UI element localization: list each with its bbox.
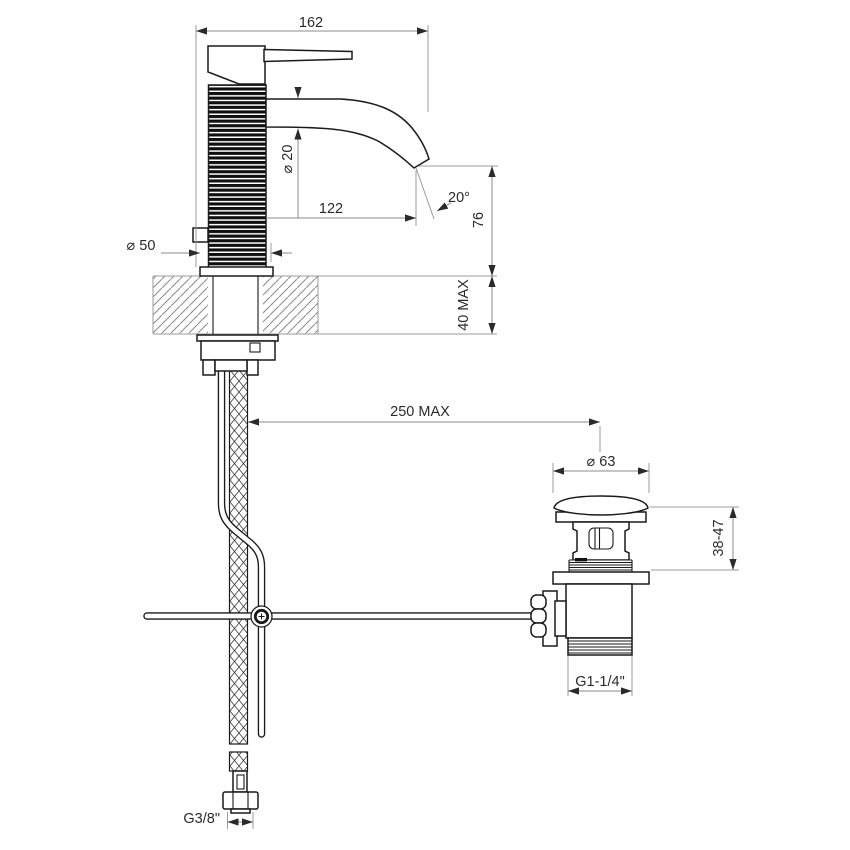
drain-thread-mark (575, 558, 587, 562)
dim-rod-reach: 250 MAX (248, 404, 601, 452)
hex-nut-facets (232, 792, 249, 809)
drain-cap-dome (553, 495, 649, 516)
drain-upper-thread (568, 558, 633, 573)
dim-label-122: 122 (319, 201, 343, 217)
dim-waste-diameter: ⌀ 63 (552, 454, 650, 493)
dim-label-rod-reach: 250 MAX (390, 404, 450, 420)
knurl-bead-1 (530, 594, 547, 610)
mounting-washer (196, 334, 279, 342)
faucet-handle-lever (263, 48, 353, 63)
dim-supply-thread: G3/8" (183, 811, 254, 829)
braided-hose-lower (228, 751, 249, 772)
dim-label-base-diameter: ⌀ 50 (127, 238, 156, 254)
countertop-hatch-left (153, 276, 208, 334)
drain-lower-body (565, 583, 633, 639)
dim-label-76: 76 (471, 212, 487, 228)
dim-label-supply-thread: G3/8" (183, 811, 220, 827)
dim-label-deck: 40 MAX (456, 279, 472, 331)
supply-hose (222, 369, 259, 814)
hose-hex-nut (222, 791, 259, 810)
drain-nut-washer (554, 600, 567, 637)
drain-slot-lines (594, 528, 601, 549)
faucet-knurled-body (207, 84, 267, 269)
dim-label-162: 162 (299, 15, 323, 31)
mounting-tab-left (202, 359, 216, 376)
dim-label-spout-diameter: ⌀ 20 (280, 145, 296, 174)
hose-connector-inner (236, 774, 245, 790)
dim-label-waste-height: 38-47 (711, 519, 727, 556)
dim-deck: 40 MAX (456, 276, 496, 334)
waste-drain (530, 495, 650, 656)
countertop (152, 275, 497, 335)
dim-122: 122 (266, 170, 417, 226)
dim-label-waste-diameter: ⌀ 63 (587, 454, 616, 470)
dim-spout-diameter: ⌀ 20 (280, 87, 302, 218)
faucet-shank (212, 276, 259, 334)
dim-label-waste-thread: G1-1/4" (575, 674, 624, 690)
braided-hose-upper (228, 369, 249, 745)
dim-base-diameter: ⌀ 50 (127, 238, 292, 262)
dim-label-angle: 20° (448, 190, 470, 206)
drain-bottom-thread (567, 637, 633, 656)
hose-collar (230, 808, 251, 814)
mounting-hardware (143, 334, 540, 814)
knurl-bead-2 (530, 608, 547, 624)
faucet-handle-block (207, 45, 266, 85)
dim-76: 76 (419, 165, 498, 276)
mounting-tab-right (246, 359, 259, 376)
rod-clamp-screw-cross (258, 613, 265, 620)
countertop-outline (152, 275, 497, 335)
dimensions: 162 ⌀ 20 122 20° 76 40 MAX (127, 15, 739, 829)
mounting-backnut (200, 340, 276, 361)
faucet-side-pin (192, 227, 209, 243)
drain-overflow-slot (588, 527, 614, 550)
countertop-hatch-right (263, 276, 318, 334)
drain-mid-flange (552, 571, 650, 585)
dim-angle: 20° (415, 167, 470, 220)
backnut-notch (249, 342, 261, 353)
pop-up-rod-fill (219, 366, 264, 737)
pop-up-rod-assembly (143, 365, 540, 738)
faucet (192, 45, 430, 277)
faucet-spout (265, 98, 430, 169)
dim-162: 162 (195, 15, 429, 267)
mounting-center-piece (214, 359, 248, 372)
knurl-bead-3 (530, 622, 547, 638)
faucet-base-flange (199, 266, 274, 277)
dim-waste-thread: G1-1/4" (567, 656, 633, 696)
dim-waste-height: 38-47 (650, 506, 739, 571)
